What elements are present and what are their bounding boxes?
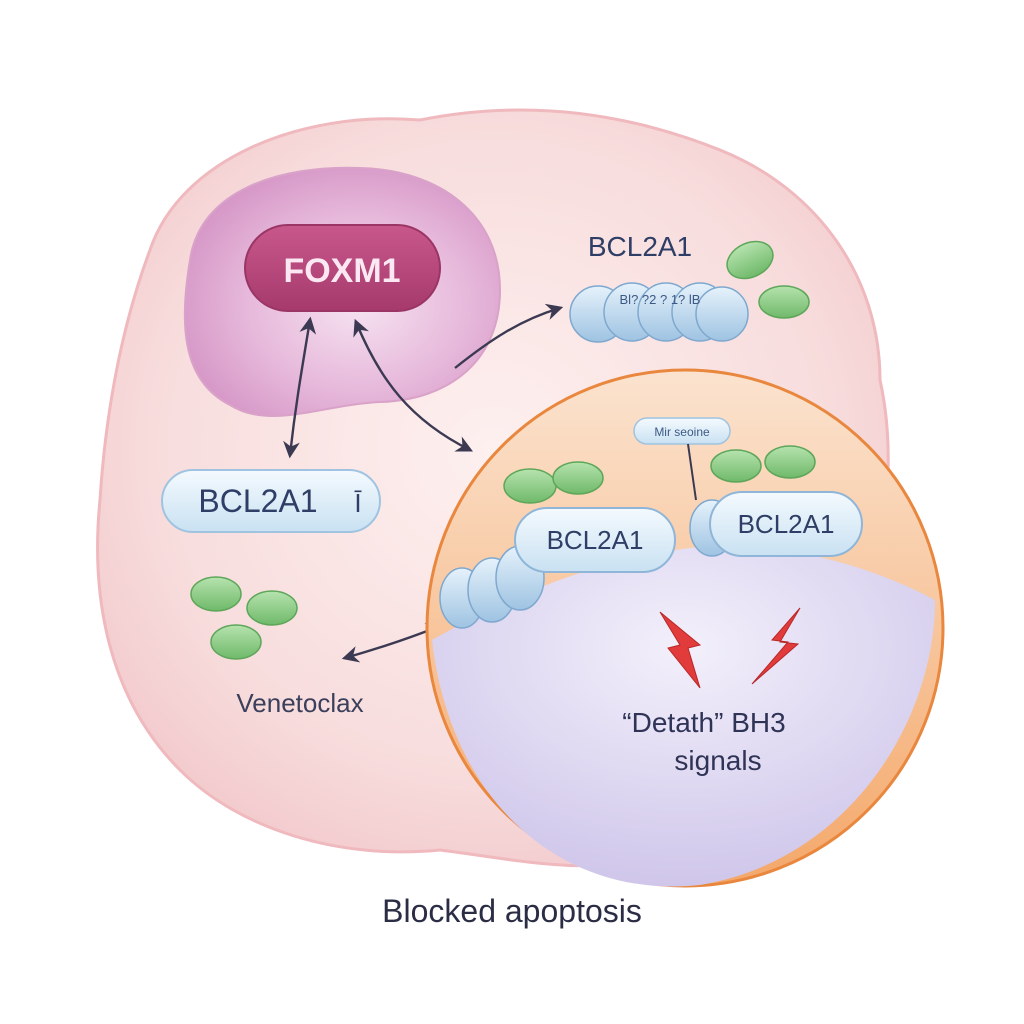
green-vesicle xyxy=(246,590,298,626)
death-signal-bolt-icon xyxy=(659,611,702,689)
bcl2a1-mito-right-pill xyxy=(709,491,863,557)
foxm1-pill xyxy=(244,224,441,312)
green-vesicle xyxy=(552,461,604,495)
foxm1-label: FOXM1 xyxy=(283,252,400,290)
mito-inner-matrix xyxy=(432,546,935,887)
green-vesicle xyxy=(710,449,762,483)
green-vesicle xyxy=(503,468,557,504)
mito-tag xyxy=(633,417,731,445)
green-vesicle xyxy=(190,576,242,612)
bcl2a1-mito-left-label: BCL2A1 xyxy=(547,525,644,555)
mito-tag-stalk xyxy=(687,443,697,501)
venetoclax-label: Venetoclax xyxy=(236,688,363,718)
mitochondrion xyxy=(425,368,945,888)
bcl2a1-top-chain: Bl? ?2 ? 1? lB xyxy=(569,282,749,343)
bcl2a1-top-chain-text: Bl? ?2 ? 1? lB xyxy=(620,292,701,307)
death-signal-bolt-icon xyxy=(751,607,801,685)
arrow-foxm1-mito xyxy=(353,318,474,452)
green-vesicle xyxy=(210,624,262,660)
death-signals-line2: signals xyxy=(674,745,761,776)
bcl2a1-mito-left-pill xyxy=(514,507,676,573)
bcl2a1-top-label: BCL2A1 xyxy=(588,231,692,262)
green-vesicle xyxy=(764,445,816,479)
bcl2a1-left-label: BCL2A1 xyxy=(198,483,317,519)
arrow-foxm1-bcl2a1-left xyxy=(283,316,317,459)
green-vesicle xyxy=(758,285,810,319)
bcl2a1-left-pill xyxy=(161,469,381,533)
inhibitor-symbol: Ī xyxy=(354,488,362,518)
caption: Blocked apoptosis xyxy=(382,893,642,929)
bcl2a1-mito-right-label: BCL2A1 xyxy=(738,509,835,539)
arrow-nucleus-bcl2a1-top xyxy=(454,303,564,369)
mito-tag-label: Mir seoine xyxy=(654,425,710,439)
green-vesicle xyxy=(726,240,774,280)
death-signals-line1: “Detath” BH3 xyxy=(622,707,785,738)
